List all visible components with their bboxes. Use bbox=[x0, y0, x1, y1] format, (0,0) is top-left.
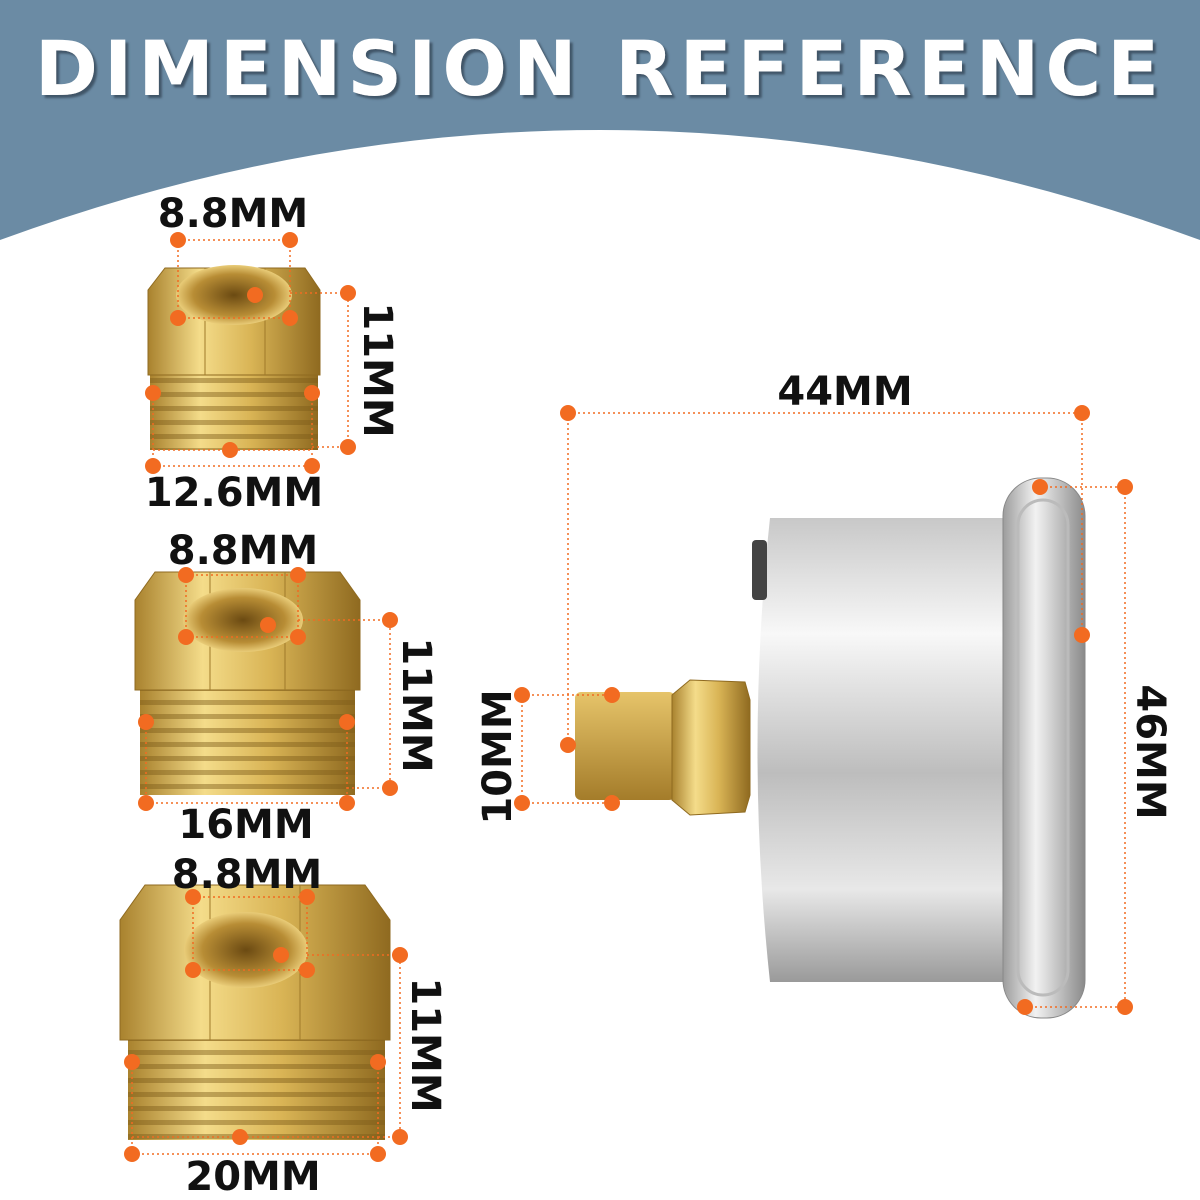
fitting3-outer-label: 20MM bbox=[185, 1154, 320, 1200]
header-banner: DIMENSION REFERENCE bbox=[0, 0, 1200, 240]
fitting1-outer-label: 12.6MM bbox=[145, 470, 323, 516]
gauge-length-label: 44MM bbox=[777, 369, 912, 415]
brass-fitting-large bbox=[119, 884, 391, 1140]
dimension-dots bbox=[124, 232, 1133, 1162]
fitting1-height-label: 11MM bbox=[354, 302, 400, 437]
page-title: DIMENSION REFERENCE bbox=[35, 24, 1165, 113]
gauge-thread-label: 10MM bbox=[475, 689, 521, 824]
brass-fitting-medium bbox=[134, 571, 361, 795]
fitting1-inner-label: 8.8MM bbox=[158, 191, 308, 237]
fitting3-inner-label: 8.8MM bbox=[172, 852, 322, 898]
gauge-diameter-label: 46MM bbox=[1127, 684, 1173, 819]
fitting2-height-label: 11MM bbox=[393, 637, 439, 772]
brass-fitting-small bbox=[147, 265, 321, 450]
fitting3-height-label: 11MM bbox=[402, 977, 448, 1112]
fitting2-inner-label: 8.8MM bbox=[168, 528, 318, 574]
pressure-gauge bbox=[575, 477, 1086, 1019]
fitting2-outer-label: 16MM bbox=[178, 802, 313, 848]
